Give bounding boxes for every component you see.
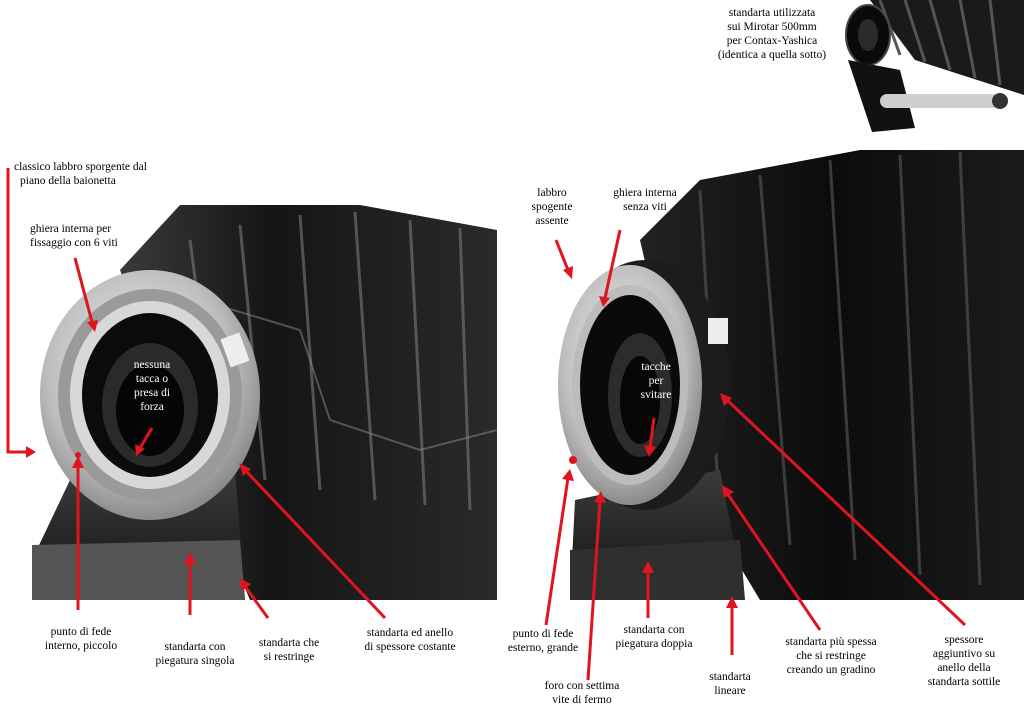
note-line: standarta con [164,641,226,653]
note-line: standarta più spessa [785,636,877,648]
note-line: forza [140,401,164,413]
note-line: esterno, grande [507,642,579,654]
ring-note-right: ghiera interna senza viti [598,186,692,214]
left-bellows-photo [32,200,498,600]
note-line: per [648,375,664,387]
note-line: foro con settima [544,680,620,692]
center-note-left: nessuna tacca o presa di forza [122,358,182,414]
note-line: standarta [709,671,751,683]
note-line: svitare [640,389,672,401]
note-line: anello della [937,662,991,674]
arrow-spacer-right [725,398,967,627]
note-line: presa di [133,387,171,399]
ring-note-left: ghiera interna per fissaggio con 6 viti [30,222,118,250]
note-line: vite di fermo [552,694,612,706]
note-line: standarta ed anello [366,627,454,639]
top-note-line: sui Mirotar 500mm [727,21,817,33]
note-line: interno, piccolo [44,640,118,652]
arrow-lip-left [6,168,28,454]
lip-note-right: labbro spogente assente [522,186,582,228]
screw-note-right: foro con settima vite di fermo [522,679,642,707]
note-line: che si restringe [796,650,866,662]
note-line: labbro [537,187,567,199]
arrow-thickness-left [243,468,387,620]
top-note: standarta utilizzata sui Mirotar 500mm p… [708,6,836,62]
mirotar-bellows-photo [836,0,1024,140]
arrow-center-right [648,417,656,449]
index-note-left: punto di fede interno, piccolo [26,625,136,653]
note-line: lineare [714,685,746,697]
note-line: spessore [944,634,984,646]
right-bellows-photo [540,150,1024,600]
note-line: ghiera interna per [30,223,112,235]
note-line: senza viti [623,201,667,213]
top-note-line: per Contax-Yashica [726,35,818,47]
lip-note-left: classico labbro sporgente dal piano dell… [14,160,147,188]
step-note-right: standarta più spessa che si restringe cr… [768,635,894,677]
note-line: si restringe [263,651,315,663]
note-line: aggiuntivo su [932,648,996,660]
note-line: standarta con [623,624,685,636]
taper-note-left: standarta che si restringe [244,636,334,664]
note-line: tacca o [135,373,169,385]
linear-note-right: standarta lineare [690,670,770,698]
note-line: standarta che [258,637,320,649]
arrowhead-lip-left [26,446,36,458]
note-line: di spessore costante [364,641,456,653]
note-line: tacche [641,361,671,373]
note-line: assente [535,215,569,227]
arrow-step-right [725,492,822,631]
note-line: standarta sottile [927,676,1001,688]
top-note-line: standarta utilizzata [728,7,816,19]
note-line: punto di fede [50,626,112,638]
note-line: creando un gradino [786,664,876,676]
center-note-right: tacche per svitare [628,360,684,402]
spacer-note-right: spessore aggiuntivo su anello della stan… [910,633,1018,689]
arrow-taper-left [242,584,270,619]
bend-note-left: standarta con piegatura singola [140,640,250,668]
top-note-line: (identica a quella sotto) [717,49,827,61]
arrow-screw-right [586,499,602,681]
note-line: fissaggio con 6 viti [30,237,118,249]
arrow-center-left [138,427,154,449]
index-note-right: punto di fede esterno, grande [492,627,594,655]
note-line: spogente [531,201,573,213]
note-line: piegatura doppia [615,638,693,650]
arrow-index-right [544,477,570,626]
note-line: piano della baionetta [20,175,116,187]
note-line: classico labbro sporgente dal [14,161,147,173]
note-line: piegatura singola [155,655,235,667]
arrow-ring-right [603,229,622,299]
note-line: nessuna [133,359,171,371]
note-line: punto di fede [512,628,574,640]
thickness-note-left: standarta ed anello di spessore costante [340,626,480,654]
callout-arrows [6,168,967,681]
note-line: ghiera interna [613,187,677,199]
arrow-ring-left [73,257,94,323]
bend-note-right: standarta con piegatura doppia [596,623,712,651]
arrow-lip-right [554,239,570,271]
